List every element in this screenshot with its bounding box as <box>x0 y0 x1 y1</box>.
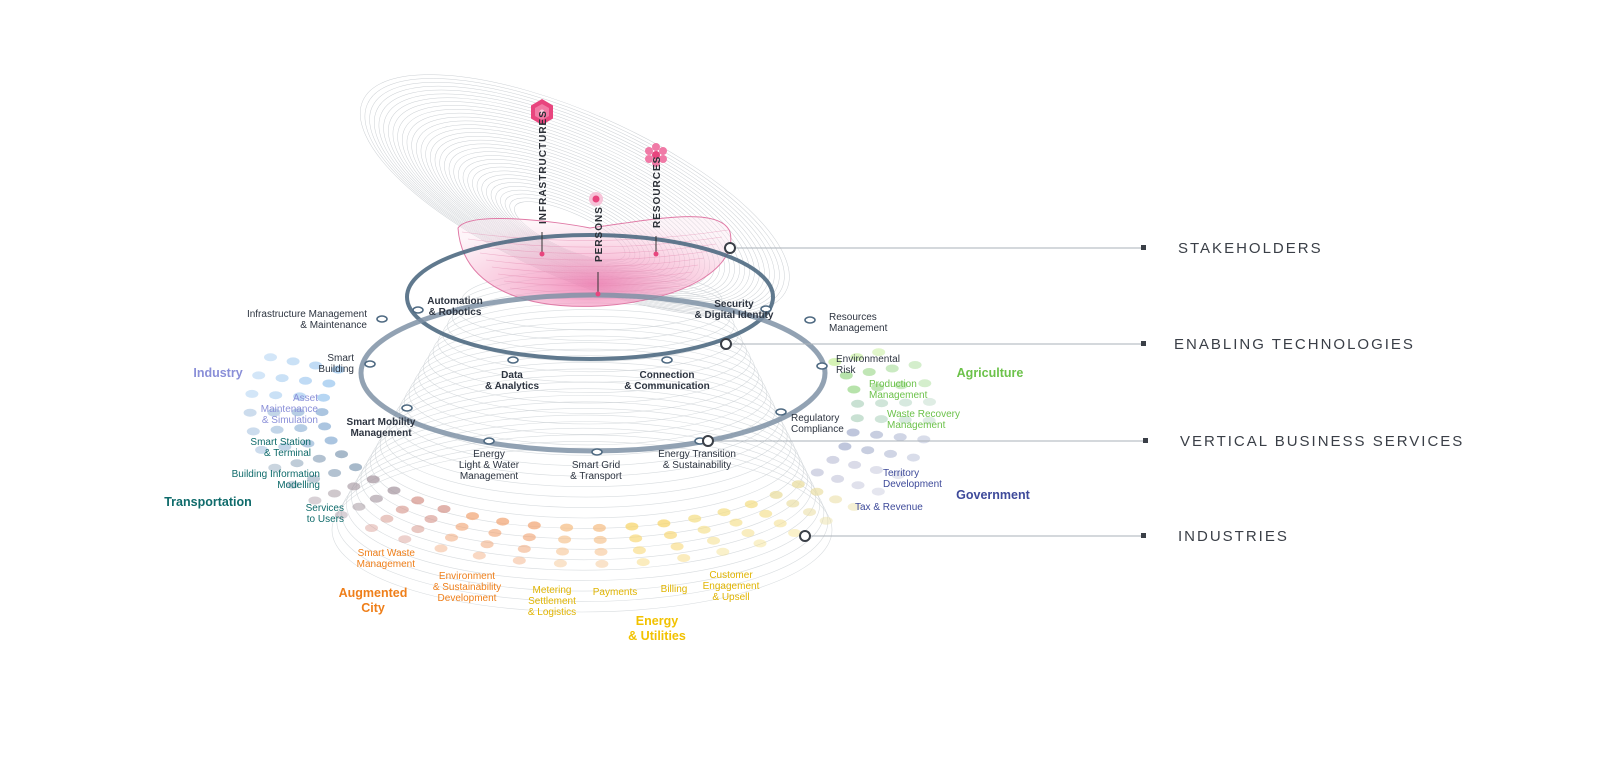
persons-point <box>595 291 601 297</box>
tech-connection-label: Connection& Communication <box>624 370 710 392</box>
gov-tax-label: Tax & Revenue <box>855 502 923 513</box>
tier-stakeholders: STAKEHOLDERS <box>1178 240 1323 257</box>
tier-leaders <box>702 242 1148 542</box>
hexagon-cluster-icon <box>531 99 553 125</box>
government-heading: Government <box>956 488 1030 502</box>
infrastructures-label: INFRASTRUCTURES <box>538 110 549 224</box>
persons-label: PERSONS <box>594 206 605 262</box>
transportation-heading: Transportation <box>164 495 252 509</box>
diagram-labels: Automation& Robotics Security& Digital Id… <box>164 296 1030 643</box>
service-infra-mgmt-label: Infrastructure Management& Maintenance <box>247 309 367 331</box>
resources-label: RESOURCES <box>652 156 663 228</box>
energy-utilities-heading: Energy& Utilities <box>628 614 686 643</box>
service-energy-transition-label: Energy Transition& Sustainability <box>658 449 736 471</box>
energy-payments-label: Payments <box>593 587 637 598</box>
industry-heading: Industry <box>193 366 242 380</box>
tech-automation-label: Automation& Robotics <box>427 296 483 318</box>
tier-enabling-technologies: ENABLING TECHNOLOGIES <box>1174 336 1415 353</box>
funnel-wireframe <box>331 269 833 613</box>
industries-dot-field <box>243 348 936 568</box>
person-dot-icon <box>589 192 603 206</box>
service-smart-grid-label: Smart Grid& Transport <box>570 460 622 482</box>
flower-cluster-icon <box>645 143 667 167</box>
infrastructures-point <box>539 251 545 257</box>
ring-nodes <box>364 305 828 456</box>
bowl-lines <box>461 229 729 300</box>
enabling-technologies-ring <box>405 233 775 361</box>
tier-vertical-business-services: VERTICAL BUSINESS SERVICES <box>1180 433 1464 450</box>
transport-smart-station-label: Smart Station& Terminal <box>250 437 311 459</box>
energy-billing-label: Billing <box>661 584 688 595</box>
agriculture-heading: Agriculture <box>957 366 1024 380</box>
tech-security-label: Security& Digital Identity <box>695 299 774 321</box>
tech-data-label: Data& Analytics <box>485 370 540 392</box>
tier-industries: INDUSTRIES <box>1178 528 1289 545</box>
resources-point <box>653 251 659 257</box>
